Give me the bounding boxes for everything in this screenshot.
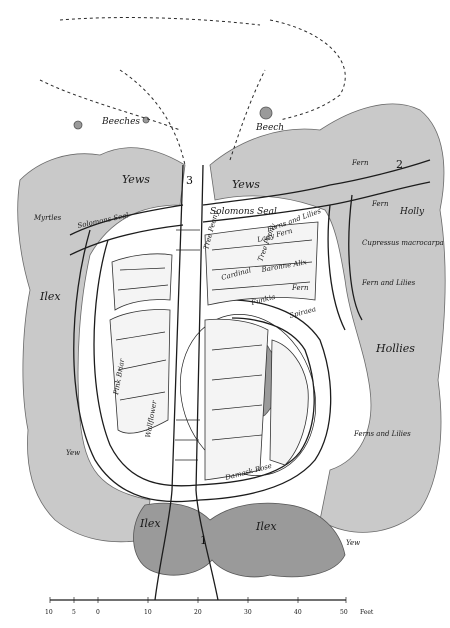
label-ilex-bottom-left: Ilex	[139, 517, 161, 530]
label-yews-right: Yews	[232, 178, 260, 191]
label-yews-left: Yews	[122, 173, 150, 186]
label-ilex-left: Ilex	[39, 290, 61, 303]
path-numbers: 1 2 3	[186, 158, 403, 547]
path-number-2: 2	[396, 158, 403, 171]
scale-tick-7: 50	[340, 609, 348, 616]
label-fern-right: Fern	[371, 200, 389, 208]
label-fern-top-right: Fern	[351, 159, 369, 167]
label-ferns-lilies-right: Fern and Lilies	[361, 279, 416, 287]
label-beeches: Beeches	[101, 117, 140, 127]
label-ferns-lilies-lower: Ferns and Lilies	[353, 430, 411, 438]
flower-beds	[109, 221, 319, 481]
label-fern-mid: Fern	[291, 284, 309, 292]
scale-tick-6: 40	[294, 609, 302, 616]
label-spiraea: Spiraea	[288, 305, 316, 320]
label-ilex-bottom-mid: Ilex	[255, 520, 277, 533]
scale-bar: 10 5 0 10 20 30 40 50 Feet	[45, 597, 374, 616]
beech-tree-left	[73, 120, 83, 130]
path-number-3: 3	[186, 174, 193, 187]
label-hollies: Hollies	[375, 342, 415, 355]
garden-paths	[69, 159, 431, 601]
label-holly: Holly	[399, 207, 425, 217]
beech-tree-right	[259, 106, 273, 120]
label-myrtles: Myrtles	[33, 214, 62, 222]
tree-mass-right	[209, 103, 446, 533]
label-yew-bottom-right: Yew	[346, 539, 360, 547]
label-yew-left: Yew	[66, 449, 80, 457]
dashed-paths	[39, 17, 346, 166]
scale-tick-1: 5	[72, 609, 76, 616]
scale-tick-0: 10	[45, 609, 53, 616]
tree-mass-bottom	[133, 502, 346, 578]
label-beech: Beech	[255, 123, 284, 133]
scale-tick-3: 10	[144, 609, 152, 616]
label-cupressus: Cupressus macrocarpa	[362, 239, 444, 247]
scale-tick-5: 30	[244, 609, 252, 616]
scale-tick-4: 20	[194, 609, 202, 616]
scale-tick-2: 0	[96, 609, 100, 616]
tree-mass-left	[17, 147, 186, 543]
label-solomons-seal-right: Solomons Seal	[210, 207, 277, 217]
scale-unit: Feet	[360, 609, 374, 616]
path-number-1: 1	[200, 534, 207, 547]
